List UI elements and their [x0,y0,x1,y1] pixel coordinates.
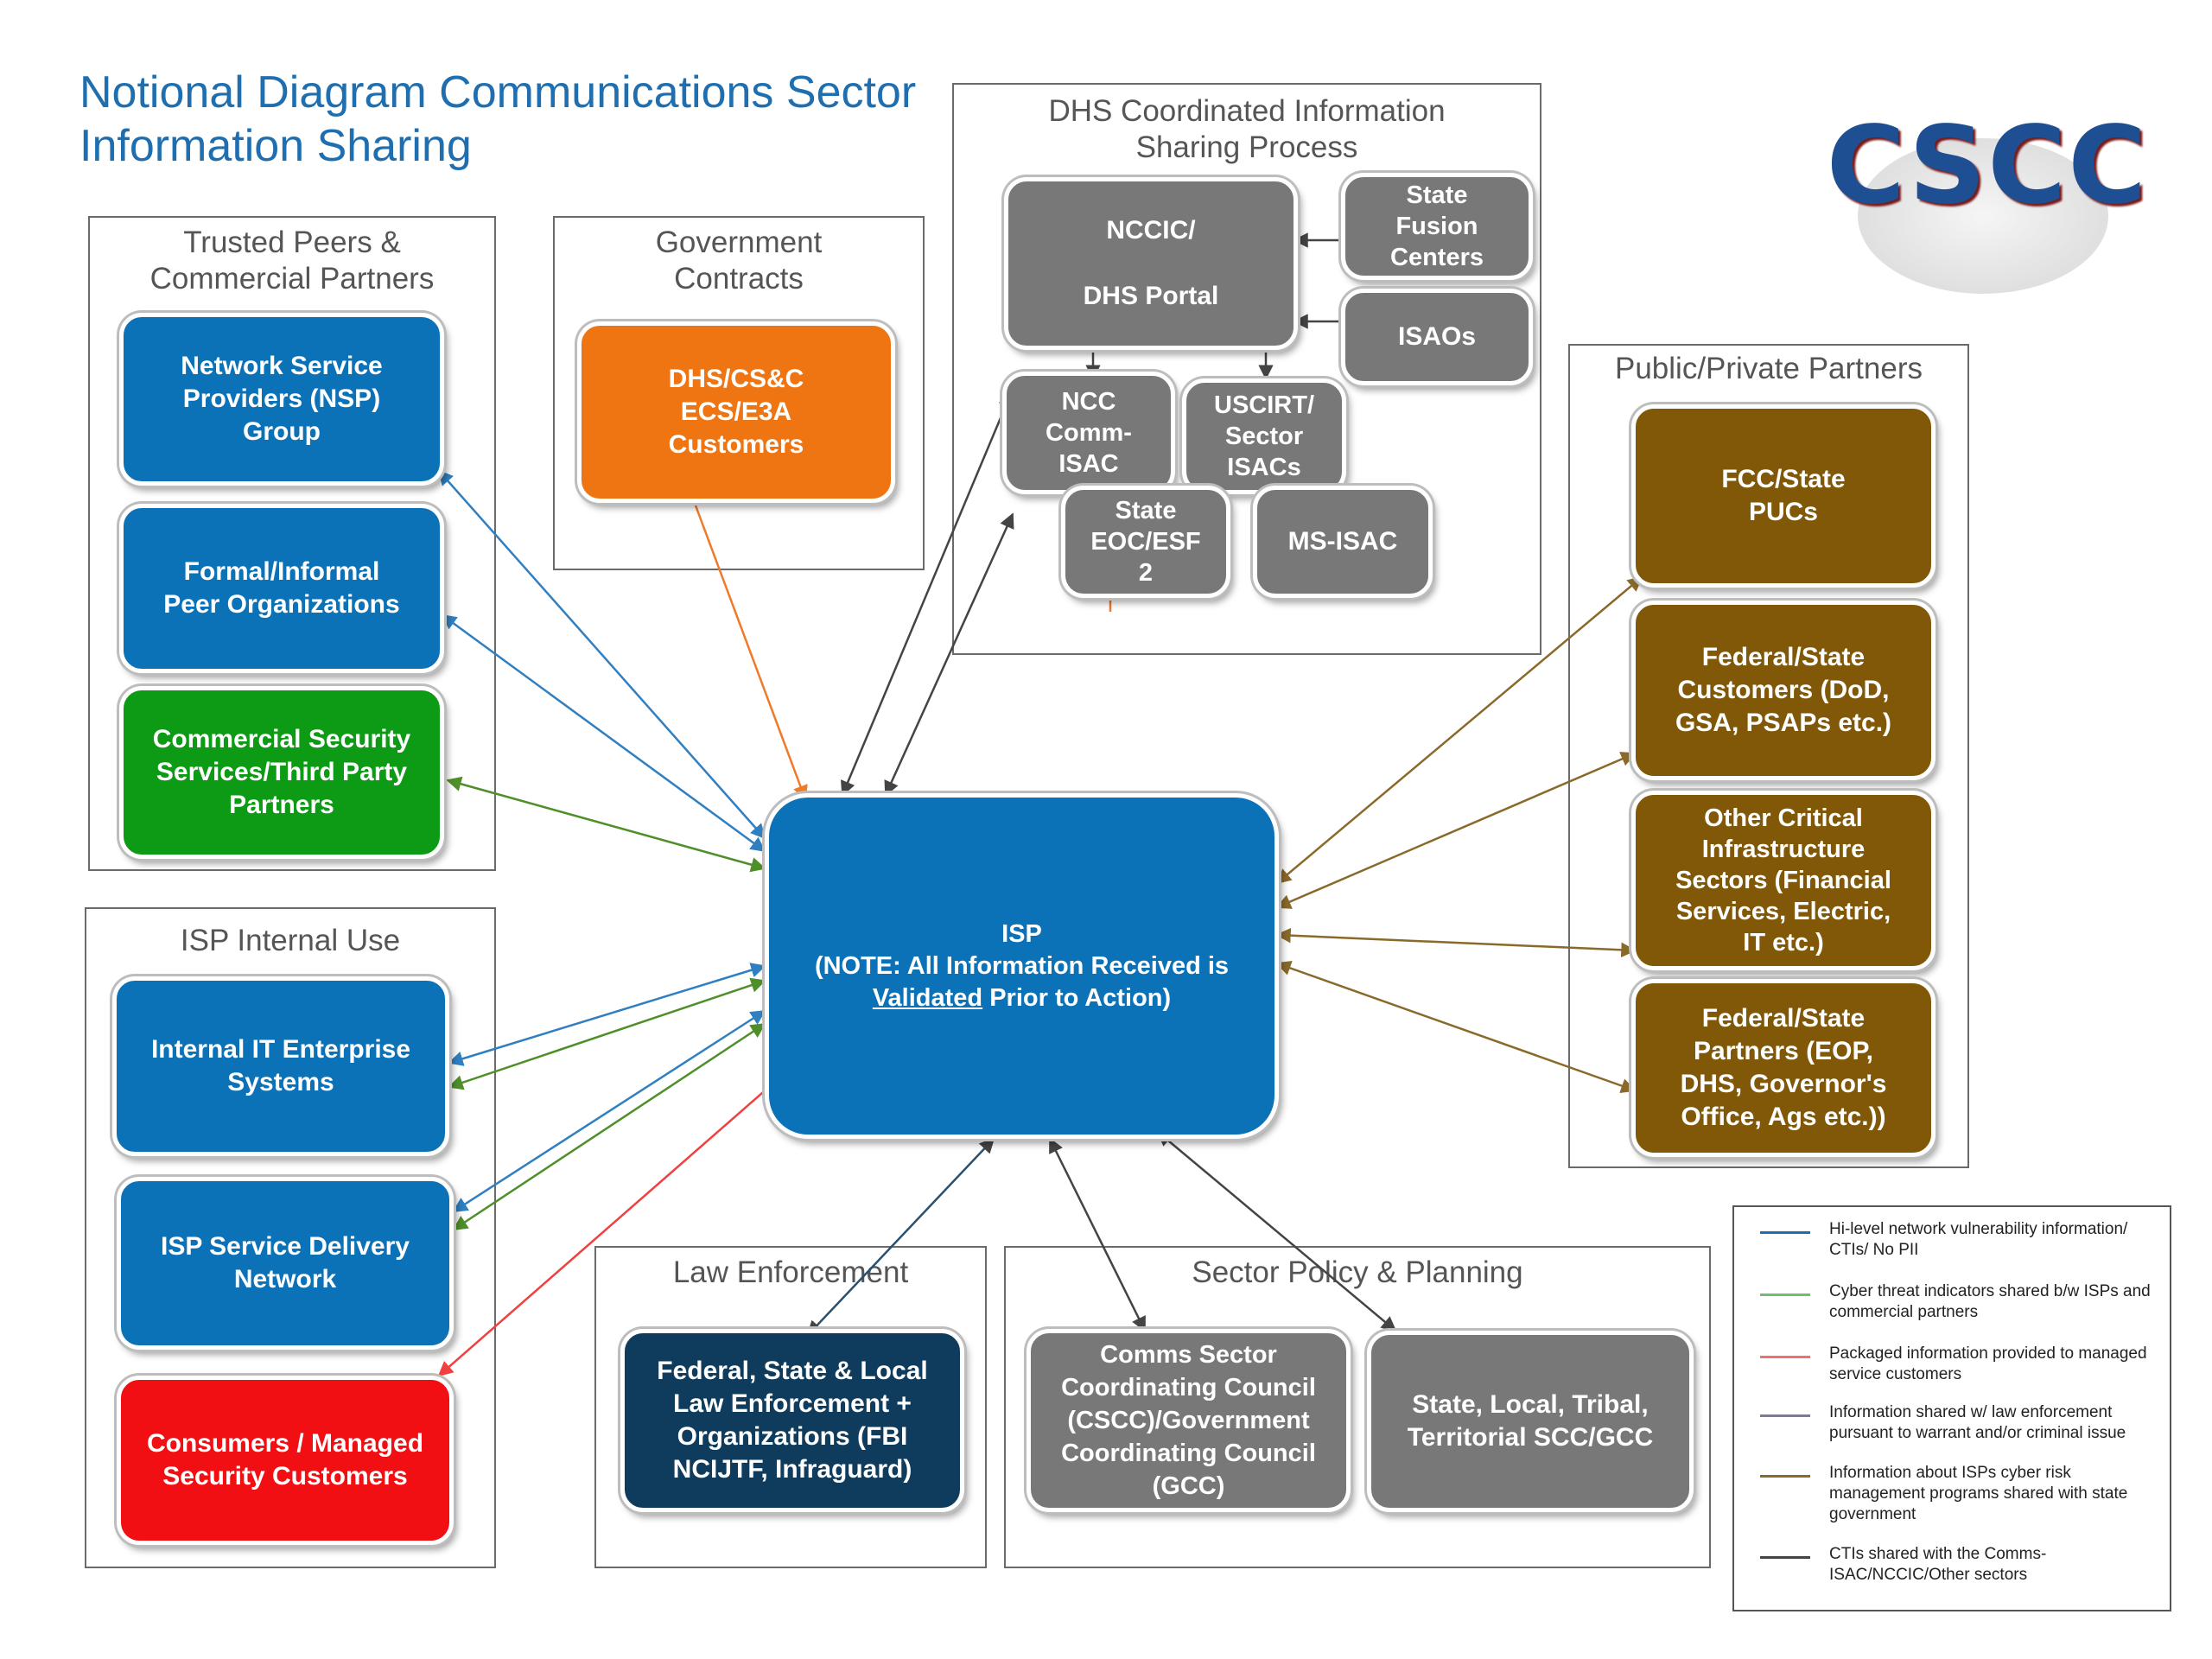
isp-title: ISP [1001,919,1042,948]
arrow-isp-fedcustomers [1275,752,1637,909]
legend-swatch [1760,1556,1810,1559]
legend-text: CTIs shared with the Comms-ISAC/NCCIC/Ot… [1829,1545,2047,1584]
ms-isac-box: MS-ISAC [1253,486,1433,598]
group-title: Public/Private Partners [1615,352,1923,385]
arrow-isp-law [806,1137,995,1337]
ncc-comm-isac-box: NCC Comm- ISAC [1002,372,1175,494]
arrow-commercial-isp [446,776,766,873]
legend-swatch [1760,1414,1810,1417]
nsp-group-box: Network Service Providers (NSP) Group [119,313,444,486]
legend: Hi-level network vulnerability informati… [1732,1205,2171,1611]
state-eoc-box: State EOC/ESF 2 [1061,486,1230,598]
group-title: DHS Coordinated Information Sharing Proc… [1048,94,1446,164]
arrow-isp-fcc [1275,575,1643,885]
legend-swatch [1760,1231,1810,1234]
isp-note-prefix: (NOTE: All Information Received is [814,951,1230,980]
other-ci-sectors-box: Other Critical Infrastructure Sectors (F… [1631,791,1936,970]
arrow-isp-sltt [1156,1130,1397,1332]
isp-center-box: ISP (NOTE: All Information Received is Va… [765,793,1279,1139]
dhs-csc-box: DHS/CS&C ECS/E3A Customers [577,321,895,503]
law-enforcement-box: Federal, State & Local Law Enforcement +… [620,1329,964,1512]
legend-swatch [1760,1294,1810,1296]
cscc-gcc-box: Comms Sector Coordinating Council (CSCC)… [1027,1329,1351,1512]
legend-text: Packaged information provided to managed… [1829,1344,2147,1383]
commercial-security-box: Commercial Security Services/Third Party… [119,686,444,859]
isp-note-validated: Validated [872,983,983,1012]
arrow-isp-fedpartners [1275,961,1637,1093]
federal-state-partners-box: Federal/State Partners (EOP, DHS, Govern… [1631,979,1936,1157]
nccic-portal-box: NCCIC/ DHS Portal [1004,177,1298,350]
logo-text: CSCC [1826,104,2149,228]
arrow-nsp-isp [437,469,766,840]
sltt-scc-gcc-box: State, Local, Tribal, Territorial SCC/GC… [1367,1331,1694,1512]
legend-swatch [1760,1475,1810,1478]
arrow-peer-isp [441,613,766,853]
fcc-state-pucs-box: FCC/State PUCs [1631,404,1936,588]
federal-state-customers-box: Federal/State Customers (DoD, GSA, PSAPs… [1631,601,1936,780]
arrow-internalit-isp-green [448,977,766,1090]
legend-text: Cyber threat indicators shared b/w ISPs … [1829,1282,2151,1321]
arrow-isp-consumers [437,1086,770,1377]
uscirt-box: USCIRT/ Sector ISACs [1182,378,1346,494]
arrow-internalit-isp-blue [448,963,766,1066]
legend-text: Information about ISPs cyber risk manage… [1829,1464,2128,1523]
cscc-logo: CSCC [1823,104,2152,302]
arrow-isp-dhs [884,512,1014,797]
peer-organizations-box: Formal/Informal Peer Organizations [119,504,444,673]
legend-text: Hi-level network vulnerability informati… [1829,1220,2128,1259]
isp-note-suffix: Prior to Action) [982,983,1172,1012]
group-title: Government Contracts [655,226,823,296]
group-title: ISP Internal Use [180,924,401,957]
state-fusion-box: State Fusion Centers [1341,173,1533,280]
legend-text: Information shared w/ law enforcement pu… [1829,1403,2126,1442]
consumers-box: Consumers / Managed Security Customers [117,1376,454,1545]
internal-it-box: Internal IT Enterprise Systems [112,976,449,1156]
service-delivery-box: ISP Service Delivery Network [117,1177,454,1350]
diagram-title: Notional Diagram Communications Sector I… [79,67,917,171]
isp-note: (NOTE: All Information Received is Valida… [815,950,1229,1014]
arrow-delivery-isp-blue [452,1009,766,1213]
arrow-isp-otherci [1275,927,1637,958]
group-title: Trusted Peers & Commercial Partners [149,226,435,296]
arrow-isp-cscc [1048,1137,1147,1332]
legend-swatch [1760,1356,1810,1358]
arrow-dhscsc-isp [694,505,808,801]
isaos-box: ISAOs [1341,289,1533,385]
globe-icon [1858,138,2108,294]
arrow-delivery-isp-green [452,1022,766,1231]
